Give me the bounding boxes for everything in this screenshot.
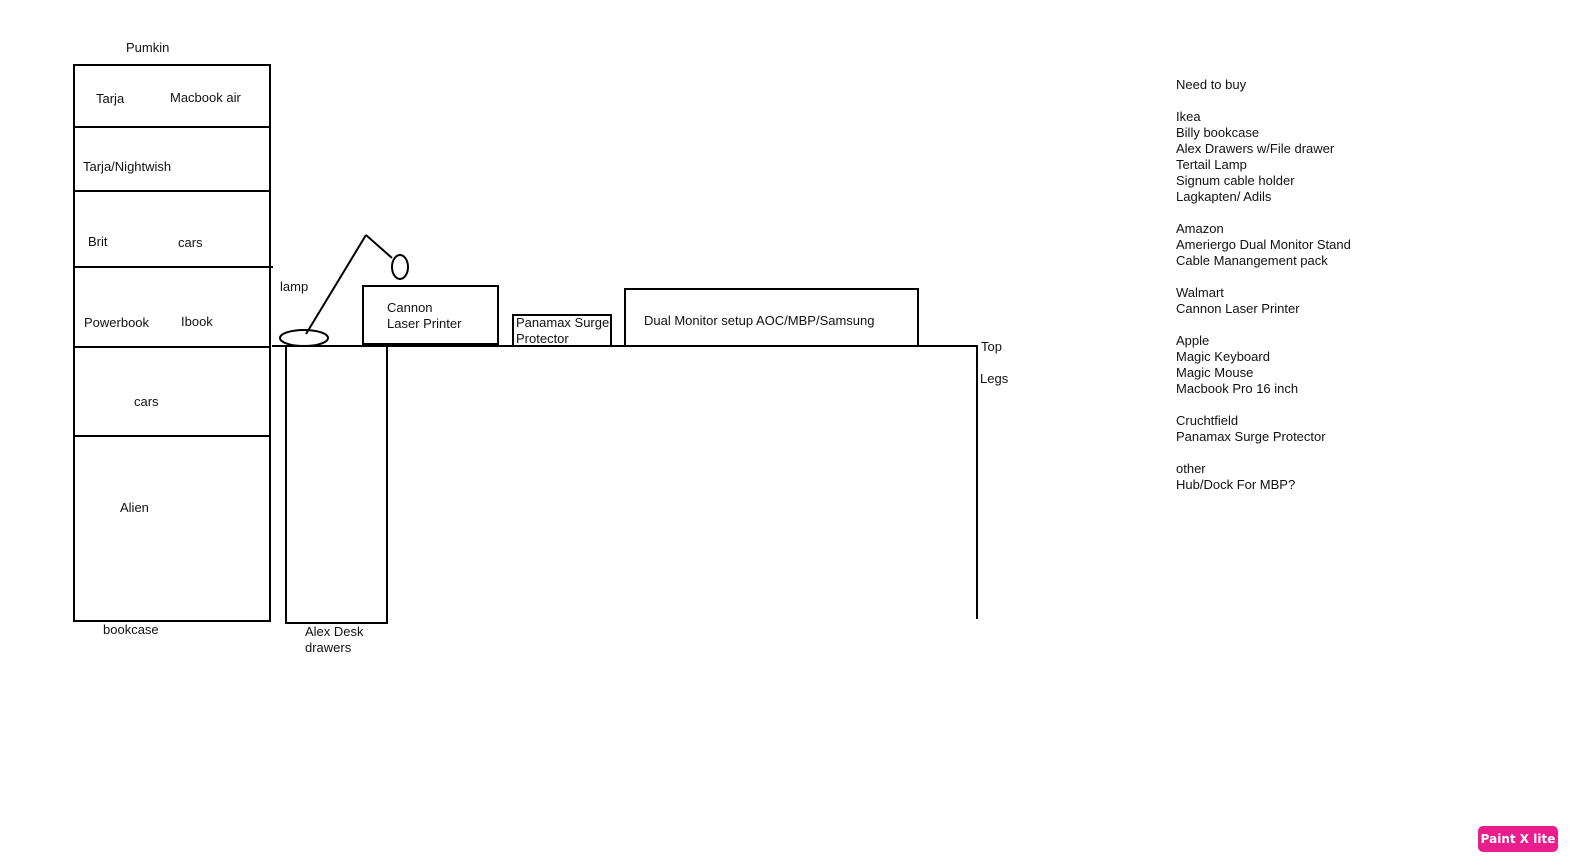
bookcase-shelf-divider: [73, 346, 271, 348]
store-name: Amazon: [1176, 221, 1224, 236]
desk-drawers-box: [285, 345, 388, 624]
bookcase-shelf-divider: [73, 435, 271, 437]
bookcase-frame: [73, 64, 271, 622]
lamp-arm: [365, 234, 393, 259]
bookcase-top-label: Pumkin: [126, 40, 170, 55]
lamp-base: [279, 329, 329, 347]
store-name: Walmart: [1176, 285, 1224, 300]
bookcase-shelf-divider: [73, 266, 273, 268]
desk-leg-line: [976, 345, 978, 619]
shopping-item: Ameriergo Dual Monitor Stand: [1176, 237, 1351, 252]
shelf-5-label: cars: [134, 394, 159, 409]
monitor-label: Dual Monitor setup AOC/MBP/Samsung: [644, 313, 875, 328]
desk-legs-label: Legs: [980, 371, 1009, 386]
shopping-item: Magic Keyboard: [1176, 349, 1270, 364]
shopping-item: Cable Manangement pack: [1176, 253, 1328, 268]
store-name: Ikea: [1176, 109, 1201, 124]
shopping-item: Macbook Pro 16 inch: [1176, 381, 1299, 396]
shopping-item: Magic Mouse: [1176, 365, 1254, 380]
shelf-1-right-label: Macbook air: [170, 90, 241, 105]
shopping-item: Alex Drawers w/File drawer: [1176, 141, 1335, 156]
shopping-item: Cannon Laser Printer: [1176, 301, 1300, 316]
shelf-3-left-label: Brit: [88, 234, 108, 249]
shopping-item: Panamax Surge Protector: [1176, 429, 1326, 444]
shopping-item: Lagkapten/ Adils: [1176, 189, 1272, 204]
shopping-item: Hub/Dock For MBP?: [1176, 477, 1296, 492]
store-name: Cruchtfield: [1176, 413, 1239, 428]
shopping-item: Tertail Lamp: [1176, 157, 1247, 172]
shopping-item: Billy bookcase: [1176, 125, 1260, 140]
printer-label-line2: Laser Printer: [387, 316, 462, 331]
printer-label-line1: Cannon: [387, 300, 433, 315]
paintx-lite-logo: Paint X lite: [1478, 826, 1558, 852]
bookcase-shelf-divider: [73, 126, 271, 128]
lamp-arm: [305, 234, 367, 335]
shopping-list-title: Need to buy: [1176, 77, 1247, 92]
bookcase-shelf-divider: [73, 190, 271, 192]
store-name: Apple: [1176, 333, 1210, 348]
shelf-4-right-label: Ibook: [181, 314, 213, 329]
desk-top-line: [272, 345, 978, 347]
shelf-6-label: Alien: [120, 500, 149, 515]
bookcase-caption: bookcase: [103, 622, 159, 637]
lamp-label: lamp: [280, 279, 309, 294]
drawers-label-line2: drawers: [305, 640, 352, 655]
surge-protector-label-line2: Protector: [516, 331, 569, 346]
surge-protector-label-line1: Panamax Surge: [516, 315, 610, 330]
shelf-1-left-label: Tarja: [96, 91, 125, 106]
shopping-item: Signum cable holder: [1176, 173, 1295, 188]
printer-box: [362, 285, 499, 345]
shelf-2-label: Tarja/Nightwish: [83, 159, 172, 174]
shelf-3-right-label: cars: [178, 235, 203, 250]
desk-top-label: Top: [981, 339, 1002, 354]
drawers-label-line1: Alex Desk: [305, 624, 364, 639]
shelf-4-left-label: Powerbook: [84, 315, 150, 330]
lamp-drawing: [279, 234, 409, 347]
lamp-bulb: [391, 254, 409, 280]
store-name: other: [1176, 461, 1206, 476]
